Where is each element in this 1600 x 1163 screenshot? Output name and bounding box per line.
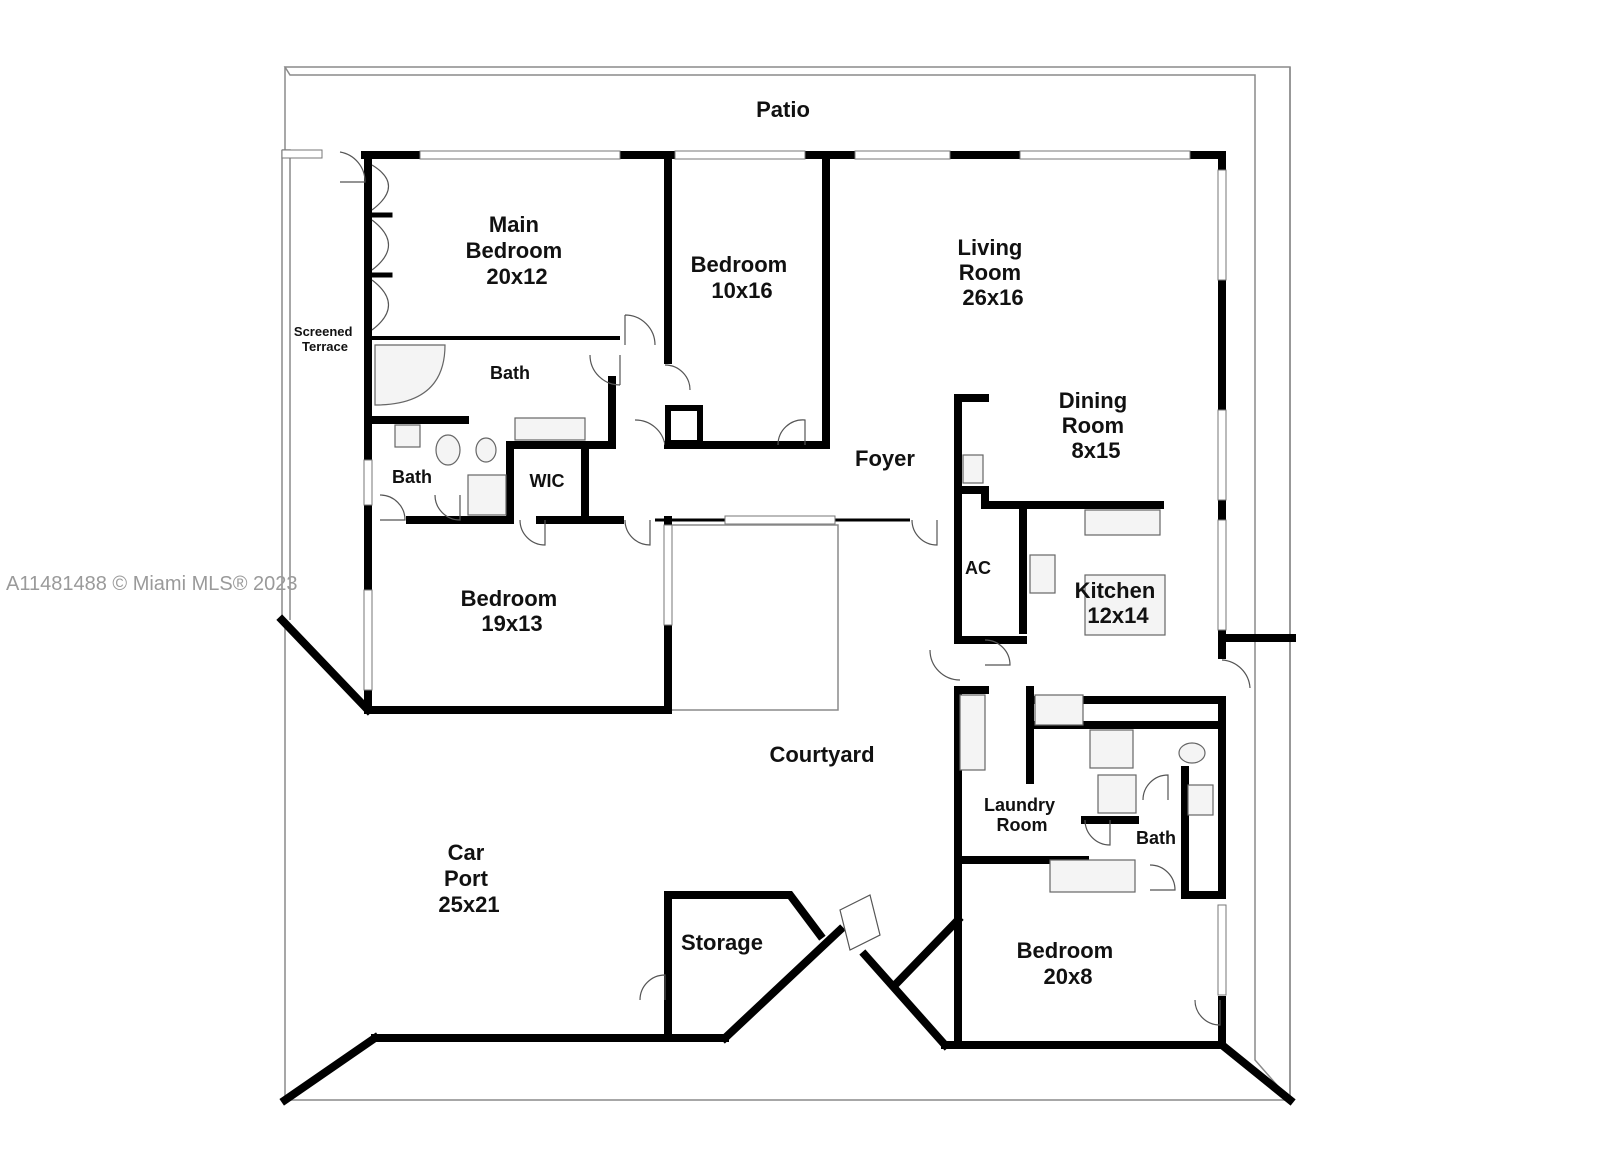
label-screened-terrace: Screened Terrace xyxy=(294,324,356,354)
windows xyxy=(363,150,1227,996)
label-patio: Patio xyxy=(756,97,810,122)
watermark: A11481488 © Miami MLS® 2023 xyxy=(6,573,297,595)
room-labels: Patio Main Bedroom 20x12 Bedroom 10x16 L… xyxy=(294,97,1176,989)
closet-doors xyxy=(365,164,393,331)
label-courtyard: Courtyard xyxy=(769,742,874,767)
label-kitchen: Kitchen 12x14 xyxy=(1075,578,1162,628)
label-bath-3: Bath xyxy=(1136,828,1176,848)
doors xyxy=(339,151,1251,1026)
label-bedroom-4: Bedroom 20x8 xyxy=(1017,938,1120,989)
courtyard-outline xyxy=(672,524,839,711)
fixtures xyxy=(374,344,1214,893)
label-living-room: Living Room 26x16 xyxy=(958,235,1029,310)
screened-terrace-outline xyxy=(281,149,323,620)
label-bedroom-2: Bedroom 10x16 xyxy=(691,252,794,303)
label-dining-room: Dining Room 8x15 xyxy=(1059,388,1134,463)
house-walls xyxy=(276,151,1296,1106)
label-main-bedroom: Main Bedroom 20x12 xyxy=(466,212,569,289)
label-car-port: Car Port 25x21 xyxy=(438,840,499,917)
label-storage: Storage xyxy=(681,930,763,955)
label-bedroom-3: Bedroom 19x13 xyxy=(461,586,564,636)
label-ac: AC xyxy=(965,558,991,578)
label-bath-main: Bath xyxy=(490,363,530,383)
label-foyer: Foyer xyxy=(855,446,915,471)
label-wic: WIC xyxy=(530,471,565,491)
label-bath-2: Bath xyxy=(392,467,432,487)
property-outline xyxy=(283,66,1291,1102)
label-laundry-room: Laundry Room xyxy=(984,795,1060,835)
